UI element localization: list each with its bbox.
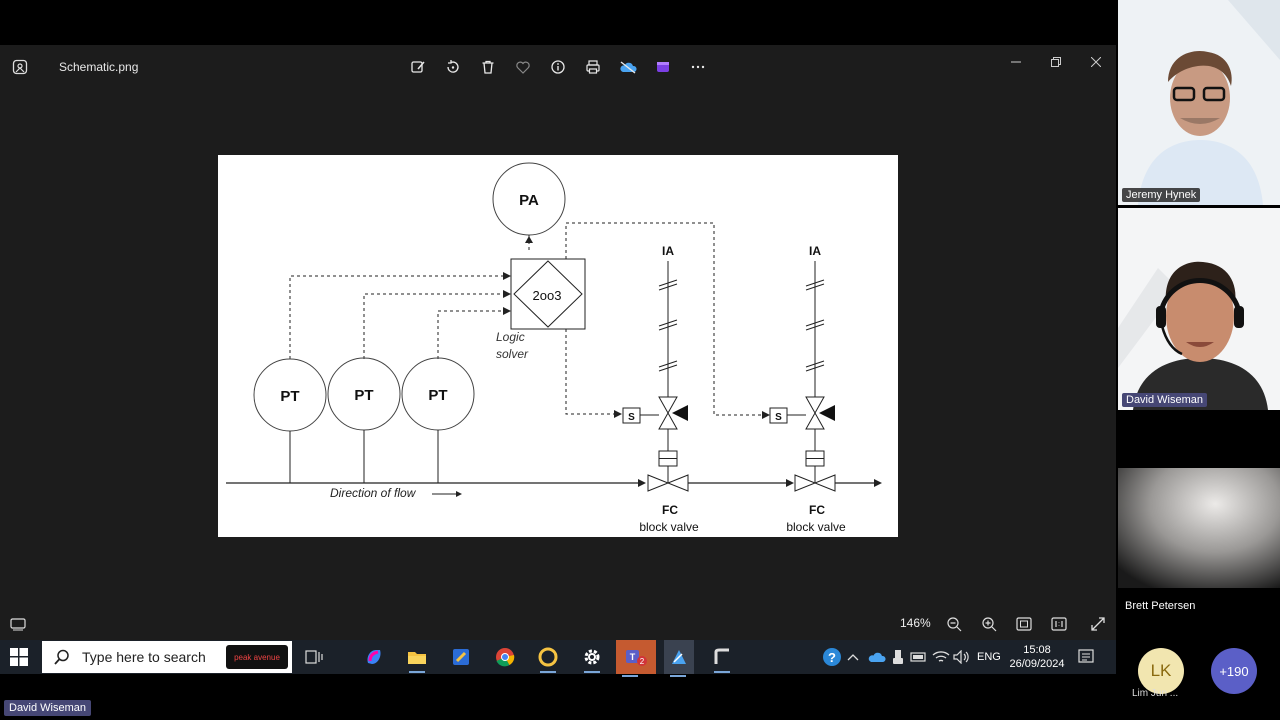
rotate-icon[interactable] xyxy=(443,56,463,78)
logic-2oo3-label: 2oo3 xyxy=(533,288,562,303)
participant-name-david: David Wiseman xyxy=(1122,393,1208,407)
fit-to-window-icon[interactable] xyxy=(1014,614,1034,634)
zoom-in-icon[interactable] xyxy=(979,614,999,634)
solenoid-label-2: S xyxy=(775,412,782,423)
minimize-icon[interactable] xyxy=(996,47,1036,77)
pa-label: PA xyxy=(519,192,539,209)
svg-text:?: ? xyxy=(828,650,836,665)
restore-icon[interactable] xyxy=(1036,47,1076,77)
schematic-image: PA 2oo3 Logic solver xyxy=(218,155,898,537)
notifications-icon[interactable] xyxy=(1074,644,1098,670)
taskbar-clock[interactable]: 15:08 26/09/2024 xyxy=(1006,643,1068,671)
more-participants-button[interactable]: +190 xyxy=(1211,648,1257,694)
volume-icon[interactable] xyxy=(950,644,972,670)
block-valve-label-2: block valve xyxy=(786,520,846,534)
fc-label-1: FC xyxy=(662,503,678,517)
fc-label-2: FC xyxy=(809,503,825,517)
peak-avenue-badge[interactable]: peak avenue xyxy=(226,645,288,669)
copilot-icon[interactable] xyxy=(360,644,388,670)
title-bar: Schematic.png xyxy=(0,45,1116,89)
image-toolbar xyxy=(408,56,708,78)
file-explorer-icon[interactable] xyxy=(403,644,431,673)
pt-label-2: PT xyxy=(354,387,373,404)
actual-size-icon[interactable] xyxy=(1049,614,1069,634)
favorite-icon[interactable] xyxy=(513,56,533,78)
info-icon[interactable] xyxy=(548,56,568,78)
participant-name-jeremy: Jeremy Hynek xyxy=(1122,188,1201,202)
norton-icon[interactable] xyxy=(534,644,562,673)
svg-text:T: T xyxy=(630,652,636,662)
window-controls xyxy=(996,45,1116,77)
clock-time: 15:08 xyxy=(1023,644,1051,656)
onedrive-tray-icon[interactable] xyxy=(866,644,888,670)
participant-video-david xyxy=(1118,208,1280,410)
participant-video-brett xyxy=(1118,468,1280,588)
video-tile-david[interactable]: David Wiseman xyxy=(1118,208,1280,410)
battery-icon[interactable] xyxy=(909,644,929,670)
participants-panel: Jeremy Hynek David Wiseman xyxy=(1116,0,1280,720)
presenter-name-tag: David Wiseman xyxy=(4,700,92,716)
pt-label-3: PT xyxy=(428,387,447,404)
shared-screen: Schematic.png xyxy=(0,45,1116,716)
teams-badge-count: 2 xyxy=(640,657,645,666)
language-indicator[interactable]: ENG xyxy=(977,651,1001,663)
usb-icon[interactable] xyxy=(888,644,908,670)
task-view-icon[interactable] xyxy=(300,644,328,670)
participant-avatar-lk[interactable]: LK xyxy=(1138,648,1184,694)
chrome-icon[interactable] xyxy=(491,644,519,670)
sticky-notes-icon[interactable] xyxy=(447,644,475,670)
video-tile-brett[interactable] xyxy=(1118,468,1280,588)
windows-start-icon[interactable] xyxy=(10,648,30,666)
zoom-level: 146% xyxy=(900,616,931,630)
print-icon[interactable] xyxy=(583,56,603,78)
participant-name-brett: Brett Petersen xyxy=(1125,600,1196,612)
ia-label-1: IA xyxy=(662,244,674,258)
help-icon[interactable]: ? xyxy=(818,644,846,670)
search-icon xyxy=(54,649,70,665)
filmstrip-icon[interactable] xyxy=(8,614,28,634)
file-name: Schematic.png xyxy=(59,60,139,74)
photos-taskbar-icon[interactable] xyxy=(664,640,694,677)
logic-caption-2: solver xyxy=(496,347,529,361)
settings-gear-icon[interactable] xyxy=(578,644,606,673)
search-placeholder: Type here to search xyxy=(82,649,206,665)
fullscreen-icon[interactable] xyxy=(1088,614,1108,634)
edit-image-icon[interactable] xyxy=(408,56,428,78)
remote-desktop-icon[interactable] xyxy=(708,644,736,673)
onedrive-icon[interactable] xyxy=(618,56,638,78)
pt-label-1: PT xyxy=(280,388,299,405)
wifi-icon[interactable] xyxy=(930,644,952,670)
photos-app-icon xyxy=(11,58,29,76)
video-tile-jeremy[interactable]: Jeremy Hynek xyxy=(1118,0,1280,205)
zoom-out-icon[interactable] xyxy=(944,614,964,634)
block-valve-label-1: block valve xyxy=(639,520,699,534)
delete-icon[interactable] xyxy=(478,56,498,78)
participant-video-jeremy xyxy=(1118,0,1280,205)
photos-status-bar: 146% xyxy=(0,607,1116,640)
taskbar-search-box[interactable]: Type here to search peak avenue xyxy=(42,641,292,673)
solenoid-label-1: S xyxy=(628,412,635,423)
more-icon[interactable] xyxy=(688,56,708,78)
clipchamp-icon[interactable] xyxy=(653,56,673,78)
chevron-up-icon[interactable] xyxy=(843,644,863,670)
clock-date: 26/09/2024 xyxy=(1009,658,1065,670)
photos-app-window: Schematic.png xyxy=(0,45,1116,640)
participant-name-lk: Lim Jun ... xyxy=(1132,688,1179,699)
ia-label-2: IA xyxy=(809,244,821,258)
close-icon[interactable] xyxy=(1076,47,1116,77)
flow-direction-label: Direction of flow xyxy=(330,486,417,500)
logic-caption-1: Logic xyxy=(496,330,525,344)
